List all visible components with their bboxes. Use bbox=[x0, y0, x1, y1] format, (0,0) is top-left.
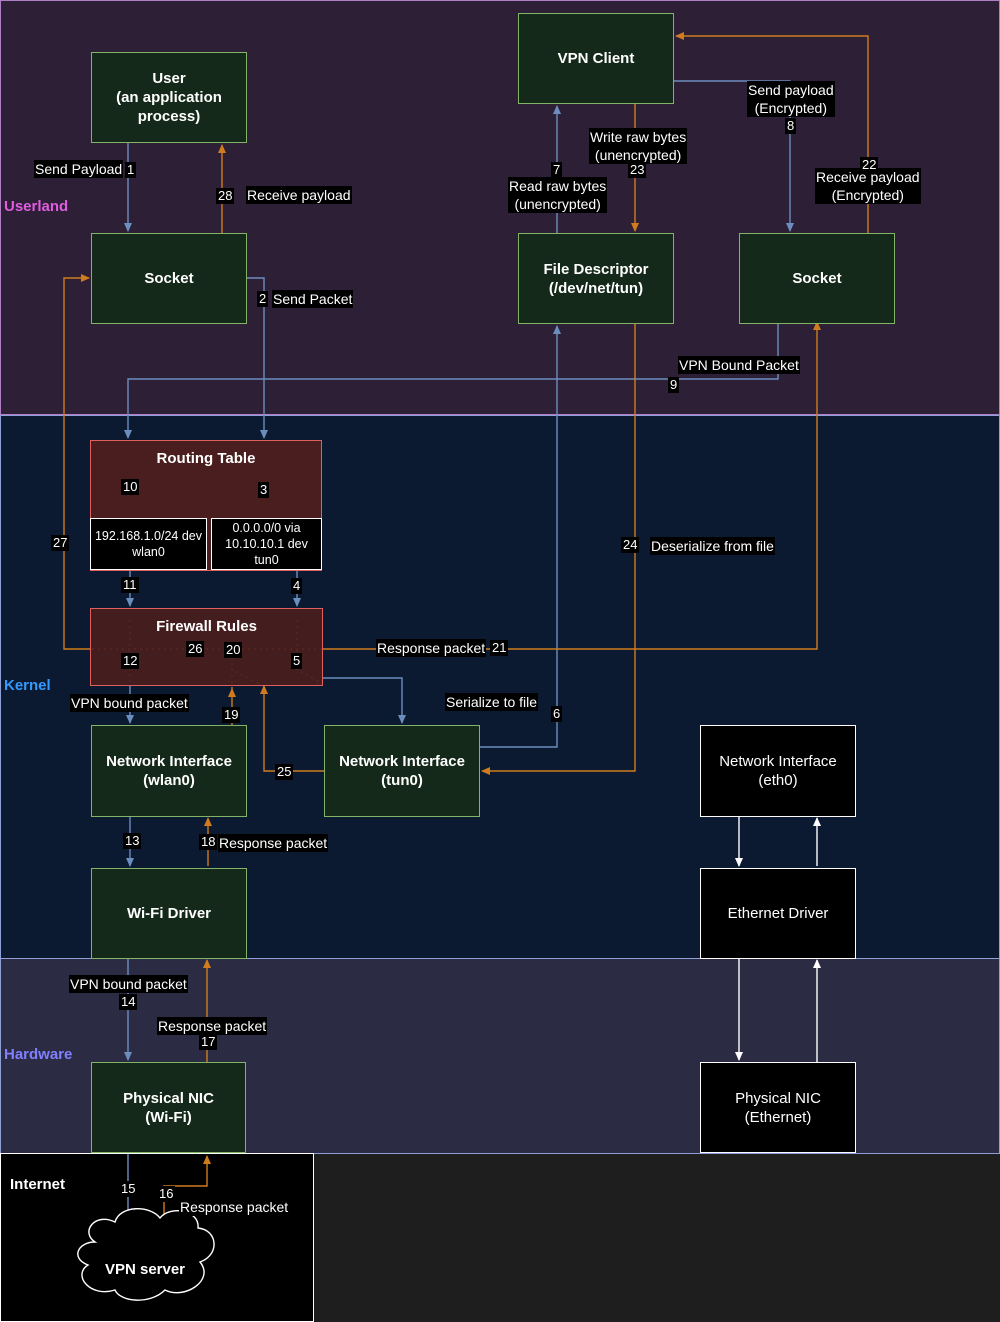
vpn-client-node: VPN Client bbox=[518, 13, 674, 104]
edge-5b bbox=[322, 677, 406, 724]
hardware-label: Hardware bbox=[4, 1046, 73, 1063]
route-tun0-entry: 0.0.0.0/0 via 10.10.10.1 dev tun0 bbox=[211, 518, 322, 570]
step-23: 23 bbox=[628, 162, 647, 178]
step-8: 8 bbox=[785, 118, 797, 134]
label-vpn-bound-packet-12: VPN bound packet bbox=[70, 694, 189, 712]
vpn-server-label: VPN server bbox=[104, 1260, 186, 1278]
user-node: User (an application process) bbox=[91, 52, 247, 143]
edge-16 bbox=[163, 1155, 211, 1235]
wifi-driver-node: Wi-Fi Driver bbox=[91, 868, 247, 959]
label-serialize: Serialize to file bbox=[445, 693, 539, 711]
ethernet-driver-node: Ethernet Driver bbox=[700, 868, 856, 959]
edge-6 bbox=[480, 325, 561, 748]
physical-nic-ethernet-node: Physical NIC (Ethernet) bbox=[700, 1062, 856, 1153]
step-14: 14 bbox=[119, 994, 138, 1010]
step-27: 27 bbox=[51, 535, 70, 551]
step-17: 17 bbox=[199, 1034, 218, 1050]
step-24: 24 bbox=[621, 537, 640, 553]
edge-24 bbox=[481, 324, 636, 775]
step-13: 13 bbox=[123, 833, 142, 849]
step-9: 9 bbox=[668, 377, 680, 393]
step-6: 6 bbox=[551, 706, 563, 722]
step-5: 5 bbox=[291, 653, 303, 669]
label-receive-payload-encrypted: Receive payload (Encrypted) bbox=[815, 168, 921, 204]
nic-eth0-node: Network Interface (eth0) bbox=[700, 725, 856, 817]
routing-table-title: Routing Table bbox=[156, 450, 256, 467]
label-response-packet-17: Response packet bbox=[157, 1017, 268, 1035]
step-4: 4 bbox=[291, 578, 303, 594]
internet-label: Internet bbox=[10, 1176, 66, 1193]
step-11: 11 bbox=[121, 577, 139, 593]
label-receive-payload: Receive payload bbox=[246, 186, 352, 204]
step-16: 16 bbox=[157, 1186, 176, 1202]
label-response-packet-18: Response packet bbox=[218, 834, 329, 852]
label-deserialize: Deserialize from file bbox=[650, 537, 775, 555]
step-1: 1 bbox=[125, 162, 137, 178]
step-20: 20 bbox=[224, 642, 243, 658]
file-descriptor-node: File Descriptor (/dev/net/tun) bbox=[518, 233, 674, 324]
label-send-payload: Send Payload bbox=[34, 160, 124, 178]
step-12: 12 bbox=[121, 653, 140, 669]
edge-2 bbox=[247, 277, 268, 439]
label-write-raw-bytes: Write raw bytes (unencrypted) bbox=[589, 128, 688, 164]
step-21: 21 bbox=[490, 640, 509, 656]
step-26: 26 bbox=[186, 641, 205, 657]
step-2: 2 bbox=[257, 291, 269, 307]
step-10: 10 bbox=[121, 479, 140, 495]
label-response-packet-21: Response packet bbox=[376, 639, 487, 657]
vpn-server-cloud bbox=[77, 1208, 215, 1301]
step-19: 19 bbox=[222, 707, 241, 723]
step-15: 15 bbox=[119, 1181, 138, 1197]
label-vpn-bound-packet: VPN Bound Packet bbox=[678, 356, 800, 374]
nic-tun0-node: Network Interface (tun0) bbox=[324, 725, 480, 817]
label-vpn-bound-packet-14: VPN bound packet bbox=[69, 975, 188, 993]
route-wlan0-entry: 192.168.1.0/24 dev wlan0 bbox=[90, 518, 207, 570]
edge-21 bbox=[322, 321, 821, 650]
edge-9 bbox=[124, 324, 779, 439]
step-25: 25 bbox=[275, 764, 294, 780]
kernel-label: Kernel bbox=[4, 677, 51, 694]
socket-app-node: Socket bbox=[91, 233, 247, 324]
step-28: 28 bbox=[216, 188, 235, 204]
step-3: 3 bbox=[258, 482, 270, 498]
nic-wlan0-node: Network Interface (wlan0) bbox=[91, 725, 247, 817]
step-7: 7 bbox=[551, 162, 563, 178]
userland-label: Userland bbox=[4, 198, 69, 215]
label-read-raw-bytes: Read raw bytes (unencrypted) bbox=[508, 177, 608, 213]
firewall-rules-node: Firewall Rules bbox=[90, 608, 323, 686]
socket-vpn-node: Socket bbox=[739, 233, 895, 324]
firewall-rules-title: Firewall Rules bbox=[156, 618, 257, 635]
edge-25 bbox=[260, 685, 324, 772]
step-22: 22 bbox=[860, 157, 879, 173]
label-response-packet-16: Response packet bbox=[179, 1198, 290, 1216]
label-send-packet: Send Packet bbox=[272, 290, 354, 308]
step-18: 18 bbox=[199, 834, 218, 850]
label-send-payload-encrypted: Send payload (Encrypted) bbox=[747, 81, 835, 117]
physical-nic-wifi-node: Physical NIC (Wi-Fi) bbox=[91, 1062, 246, 1153]
edge-27 bbox=[63, 274, 92, 650]
